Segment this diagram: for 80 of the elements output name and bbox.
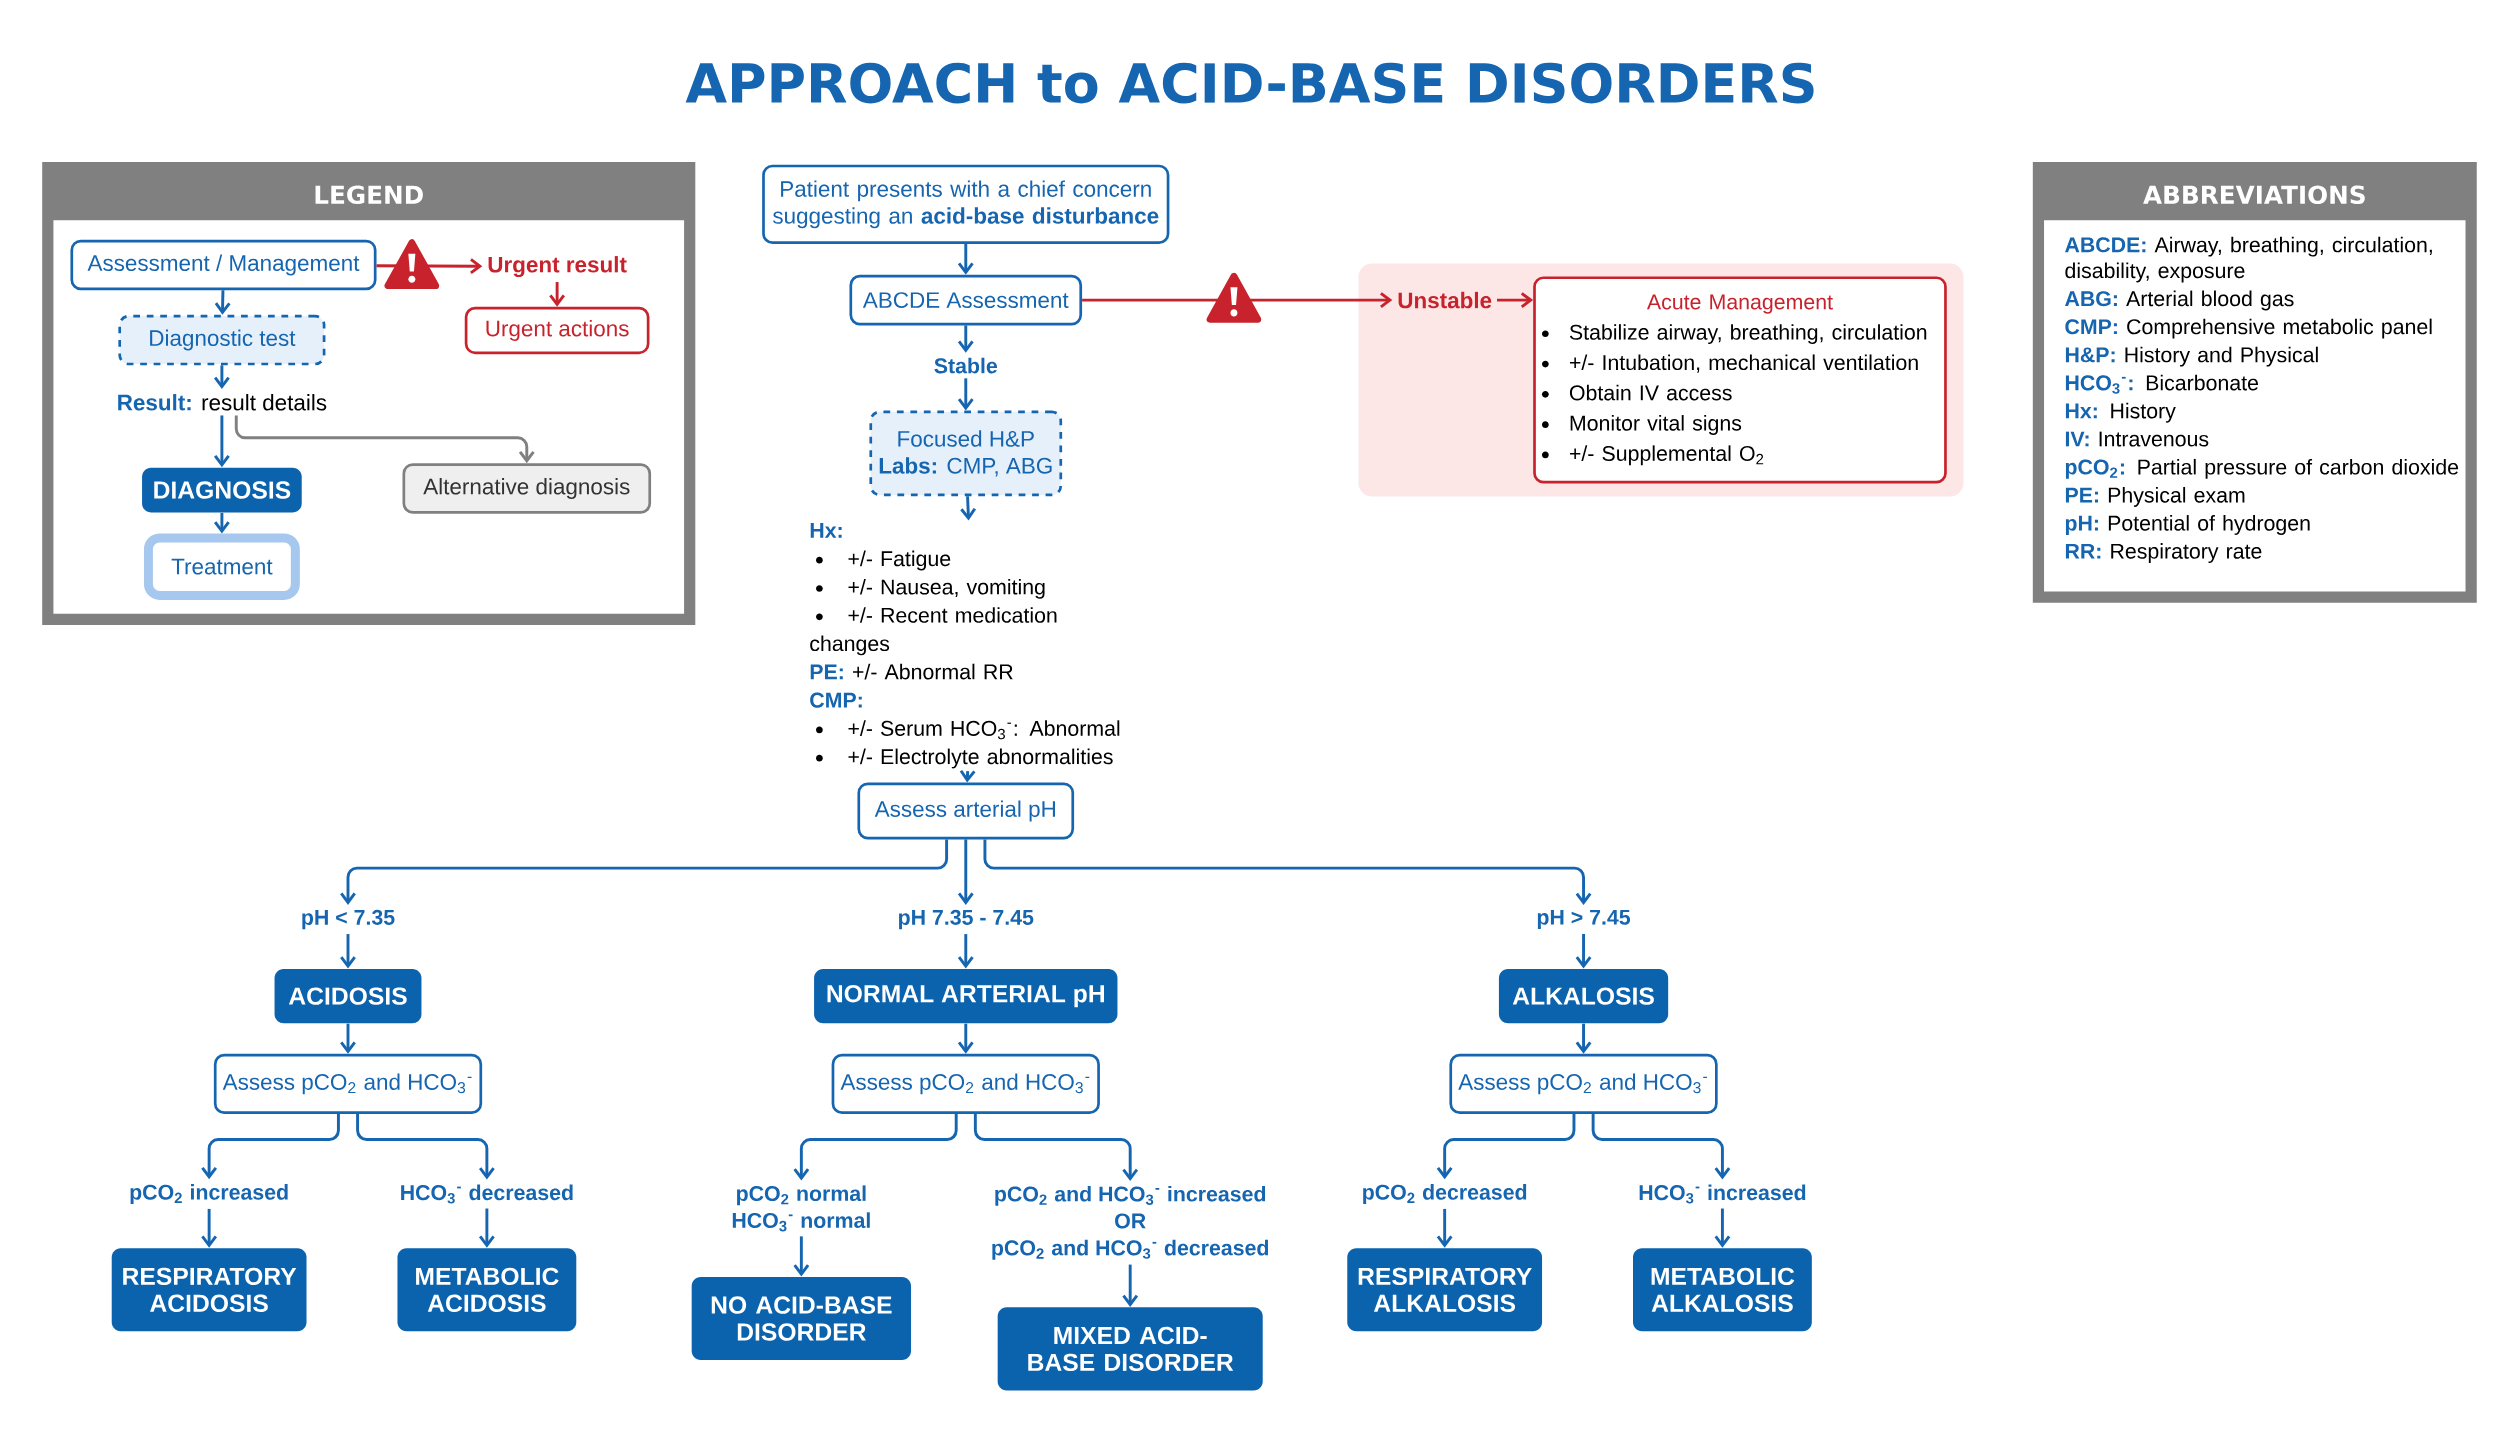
branch-label: HCO$_{3}$$^{-}$ decreased xyxy=(401,1184,573,1204)
branch-label: pCO$_{2}$ increased xyxy=(130,1183,288,1204)
arrow xyxy=(1575,1023,1592,1054)
branch-label: pH 7.35 - 7.45 xyxy=(899,909,1034,929)
assessment-box: Assess arterial pH xyxy=(857,782,1075,840)
branch-label: pH > 7.45 xyxy=(1537,909,1631,929)
status-label: Stable xyxy=(934,357,998,374)
node-label: CMP: xyxy=(810,692,862,708)
diagnosis-box: RESPIRATORY ACIDOSIS xyxy=(111,1248,307,1332)
arrow xyxy=(793,1113,958,1181)
diagnosis-box: METABOLIC ACIDOSIS xyxy=(397,1248,577,1332)
branch-label: pCO$_{2}$ and HCO$_{3}$$^{-}$ increased OR pCO$_{2}$ and HCO$_{3}$$^{-}$ decreased xyxy=(992,1185,1269,1260)
arrow xyxy=(549,281,565,307)
assessment-box: Assessment / Management xyxy=(70,239,377,291)
node-label: PE: +/- Abnormal RR xyxy=(810,663,1013,680)
arrow xyxy=(983,839,1592,905)
branch-label: HCO$_{3}$$^{-}$ increased xyxy=(1639,1184,1806,1204)
node-label: +/- Serum HCO$_{3}$$^{-}$: Abnormal xyxy=(848,720,1120,740)
diagnosis-box: ACIDOSIS xyxy=(274,968,422,1024)
arrow xyxy=(1497,292,1534,308)
test-box: Focused H&P Labs: CMP, ABG xyxy=(869,410,1063,496)
arrow xyxy=(214,512,230,534)
arrow xyxy=(957,378,974,411)
presentation-box: Patient presents with a chief concern suggesting an acid-base disturbance xyxy=(762,164,1170,244)
assessment-box: ABCDE Assessment xyxy=(849,274,1083,326)
action-box: Urgent actions xyxy=(464,306,650,354)
history-list: Hx: +/- Fatigue +/- Nausea, vomiting +/- Recent medication changes PE: +/- Abnormal RR CMP: +/- Serum HCO$_{3}$$^{-}$: Abnormal +/- Electrolyte abnormalities xyxy=(810,522,1120,769)
node-label: +/- Fatigue xyxy=(848,550,951,571)
arrow xyxy=(1436,1113,1576,1179)
status-label: Unstable xyxy=(1398,291,1492,309)
alternative-box: Alternative diagnosis xyxy=(402,462,652,514)
node-label: +/- Electrolyte abnormalities xyxy=(848,748,1113,769)
arrow xyxy=(340,1023,356,1054)
node-label: +/- Recent medication changes xyxy=(810,606,1057,656)
arrow xyxy=(1575,933,1592,969)
arrow xyxy=(957,839,974,905)
test-box: Diagnostic test xyxy=(118,314,326,366)
diagnosis-box: MIXED ACID-BASE DISORDER xyxy=(997,1307,1263,1391)
arrow xyxy=(340,933,356,969)
branch-label: pCO$_{2}$ decreased xyxy=(1363,1183,1527,1204)
result-text: Result: result details xyxy=(118,393,327,411)
diagnosis-box: DIAGNOSIS xyxy=(142,467,302,513)
assessment-box: Assess pCO$_{2}$ and HCO$_{3}$- xyxy=(213,1053,483,1114)
arrow xyxy=(960,495,976,521)
diagnosis-box: NO ACID-BASE DISORDER xyxy=(691,1276,911,1360)
management-box: Acute Management Stabilize airway, breathing, circulation +/- Intubation, mechanical ventilation Obtain IV access Monitor vital signs +/- Supplemental O$_{2}$ xyxy=(1533,276,1947,484)
treatment-box: Treatment xyxy=(143,533,300,600)
assessment-box: Assess pCO$_{2}$ and HCO$_{3}$- xyxy=(1449,1053,1718,1114)
arrow xyxy=(214,290,231,315)
abbreviations-panel: ABBREVIATIONS ABCDE: Airway, breathing, circulation, disability, exposure ABG: Arterial blood gas CMP: Comprehensive metabolic panel H&P: History and Physical HCO$_{3}$$^{-}$: Bicarbonate Hx: History IV: Intravenous pCO$_{2}$: Partial pressure of carbon dioxide PE: Physical exam pH: Potential of hydrogen RR: Respiratory rate xyxy=(2032,161,2477,603)
arrow xyxy=(1591,1113,1731,1180)
arrow xyxy=(234,415,535,463)
arrow xyxy=(957,933,974,969)
node-label: +/- Nausea, vomiting xyxy=(848,578,1045,599)
arrow xyxy=(201,1208,218,1248)
node-label: Hx: xyxy=(810,522,842,538)
diagnosis-box: RESPIRATORY ALKALOSIS xyxy=(1347,1248,1543,1332)
arrow xyxy=(214,365,230,389)
arrow xyxy=(957,243,974,275)
arrow xyxy=(214,415,230,468)
assessment-box: Assess pCO$_{2}$ and HCO$_{3}$- xyxy=(831,1053,1100,1114)
arrow xyxy=(340,839,949,905)
arrow xyxy=(973,1113,1139,1181)
title: APPROACH to ACID-BASE DISORDERS xyxy=(685,62,1814,104)
arrow xyxy=(1436,1208,1453,1248)
arrow xyxy=(793,1236,810,1277)
arrow xyxy=(201,1113,340,1179)
branch-label: pH < 7.35 xyxy=(302,909,395,929)
arrow xyxy=(1714,1208,1731,1248)
arrow xyxy=(1122,1264,1139,1307)
arrow xyxy=(479,1208,495,1248)
arrow xyxy=(957,325,974,353)
arrow xyxy=(1082,292,1393,308)
diagnosis-box: ALKALOSIS xyxy=(1498,968,1669,1024)
branch-label: pCO$_{2}$ normal HCO$_{3}$$^{-}$ normal xyxy=(732,1185,870,1232)
urgent-label: Urgent result xyxy=(488,255,627,277)
diagnosis-box: NORMAL ARTERIAL pH xyxy=(814,968,1118,1024)
arrow xyxy=(957,1023,974,1054)
diagnosis-box: METABOLIC ALKALOSIS xyxy=(1633,1248,1812,1332)
arrow xyxy=(356,1113,495,1180)
